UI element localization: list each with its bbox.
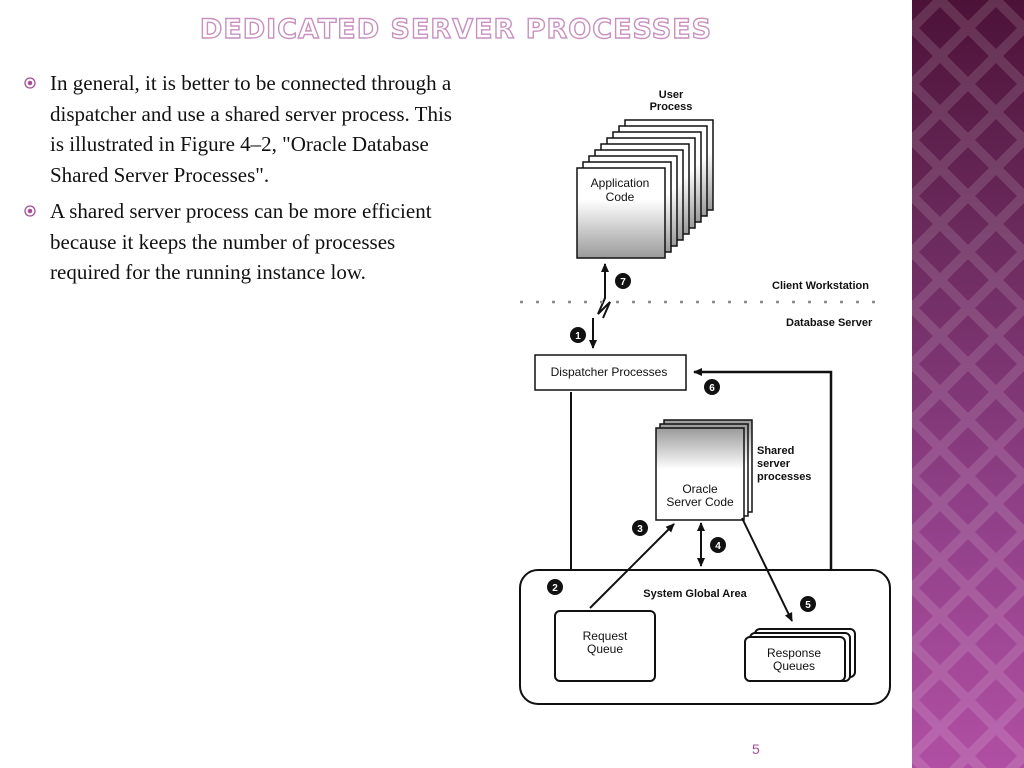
svg-text:4: 4 bbox=[715, 541, 721, 552]
response-queues-label: Response bbox=[767, 646, 821, 660]
circle-bullet-icon bbox=[24, 205, 36, 217]
user-process-label: User bbox=[659, 89, 684, 101]
request-queue-label: Request bbox=[583, 629, 628, 643]
svg-text:1: 1 bbox=[575, 331, 581, 342]
response-queues-box bbox=[744, 636, 846, 682]
arrow-server-to-response-queues bbox=[741, 517, 793, 622]
shared-server-label: processes bbox=[757, 471, 811, 483]
svg-text:2: 2 bbox=[552, 583, 558, 594]
network-link bbox=[597, 283, 611, 319]
dispatcher-processes-label: Dispatcher Processes bbox=[551, 365, 668, 379]
user-process-stack bbox=[576, 119, 714, 259]
shared-server-label: Shared bbox=[757, 445, 794, 457]
application-code-label: Application bbox=[591, 176, 650, 190]
step-5-badge: 5 bbox=[800, 596, 816, 612]
decorative-sidebar bbox=[912, 0, 1024, 768]
svg-text:5: 5 bbox=[805, 600, 811, 611]
response-queues-label: Queues bbox=[773, 659, 815, 673]
step-7-badge: 7 bbox=[615, 273, 631, 289]
application-code-label: Code bbox=[606, 190, 635, 204]
sga-label: System Global Area bbox=[643, 588, 747, 600]
page-number: 5 bbox=[752, 741, 760, 757]
dispatcher-processes-box bbox=[534, 354, 687, 391]
shared-server-label: server bbox=[757, 458, 791, 470]
step-3-badge: 3 bbox=[632, 520, 648, 536]
slide-title: Dedicated server processes bbox=[199, 13, 713, 45]
bullet-list: In general, it is better to be connected… bbox=[22, 68, 452, 294]
request-queue-label: Queue bbox=[587, 642, 623, 656]
oracle-server-code-box bbox=[655, 427, 745, 521]
step-1-badge: 1 bbox=[570, 327, 586, 343]
oracle-server-code-label: Oracle bbox=[682, 482, 718, 496]
svg-text:7: 7 bbox=[620, 277, 626, 288]
diamond-pattern bbox=[912, 0, 1024, 768]
oracle-server-code-label: Server Code bbox=[666, 495, 734, 509]
step-4-badge: 4 bbox=[710, 537, 726, 553]
client-workstation-label: Client Workstation bbox=[772, 280, 869, 292]
step-2-badge: 2 bbox=[547, 579, 563, 595]
arrow-request-queue-to-server bbox=[589, 523, 675, 609]
step-6-badge: 6 bbox=[704, 379, 720, 395]
request-queue-box bbox=[554, 610, 656, 682]
bullet-item: In general, it is better to be connected… bbox=[22, 68, 452, 190]
user-process-label: Process bbox=[650, 101, 693, 113]
circle-bullet-icon bbox=[24, 77, 36, 89]
bullet-text: In general, it is better to be connected… bbox=[50, 71, 452, 187]
bullet-text: A shared server process can be more effi… bbox=[50, 199, 432, 284]
svg-text:3: 3 bbox=[637, 524, 643, 535]
shared-server-diagram: User Process Application Code Client Wor… bbox=[519, 89, 891, 705]
bullet-item: A shared server process can be more effi… bbox=[22, 196, 452, 288]
database-server-label: Database Server bbox=[786, 317, 873, 329]
svg-text:6: 6 bbox=[709, 383, 715, 394]
